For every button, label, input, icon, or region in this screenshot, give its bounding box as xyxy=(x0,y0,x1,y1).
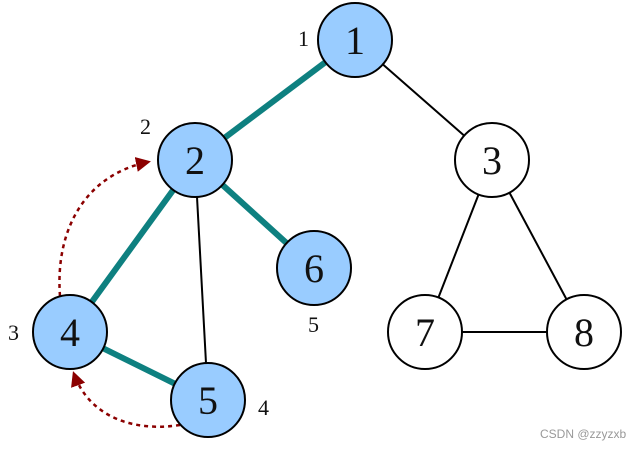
node-circle-5 xyxy=(170,362,246,438)
edge-2-4-tree xyxy=(88,186,177,306)
node-label-5: 5 xyxy=(198,378,218,423)
edge-3-7 xyxy=(437,193,480,299)
node-4: 4 xyxy=(32,294,108,370)
visit-order-labels: 1 2 3 4 5 xyxy=(8,26,319,420)
edge-2-5 xyxy=(196,195,207,365)
edge-3-8 xyxy=(508,191,568,301)
visit-order-2: 2 xyxy=(140,114,151,139)
node-label-6: 6 xyxy=(304,246,324,291)
node-label-8: 8 xyxy=(574,310,594,355)
node-7: 7 xyxy=(387,294,463,370)
node-5: 5 xyxy=(170,362,246,438)
visit-order-5: 4 xyxy=(258,395,269,420)
visit-order-4: 3 xyxy=(8,320,19,345)
backtrack-arrow-5-to-4 xyxy=(71,371,181,428)
node-label-4: 4 xyxy=(60,310,80,355)
node-2: 2 xyxy=(157,122,233,198)
nodes-layer: 1 2 3 4 5 6 7 8 xyxy=(32,2,622,438)
node-label-7: 7 xyxy=(415,310,435,355)
node-label-1: 1 xyxy=(345,18,365,63)
edge-2-6-tree xyxy=(219,181,290,247)
visit-order-1: 1 xyxy=(298,26,309,51)
watermark: CSDN @zzyzxb xyxy=(540,427,627,441)
node-circle-4 xyxy=(32,294,108,370)
node-3: 3 xyxy=(454,122,530,198)
node-6: 6 xyxy=(276,230,352,306)
visit-order-6: 5 xyxy=(308,312,319,337)
node-label-3: 3 xyxy=(482,138,502,183)
edge-1-2-tree xyxy=(221,59,329,141)
node-circle-6 xyxy=(276,230,352,306)
edge-4-5-tree xyxy=(100,345,178,387)
edge-1-3 xyxy=(381,63,466,137)
node-circle-7 xyxy=(387,294,463,370)
node-circle-1 xyxy=(317,2,393,78)
back-arrows-layer xyxy=(58,157,181,428)
node-circle-3 xyxy=(454,122,530,198)
node-circle-8 xyxy=(546,294,622,370)
backtrack-arrow-4-to-2 xyxy=(58,157,151,297)
node-label-2: 2 xyxy=(185,138,205,183)
node-1: 1 xyxy=(317,2,393,78)
node-circle-2 xyxy=(157,122,233,198)
edges-layer xyxy=(88,59,568,387)
node-8: 8 xyxy=(546,294,622,370)
